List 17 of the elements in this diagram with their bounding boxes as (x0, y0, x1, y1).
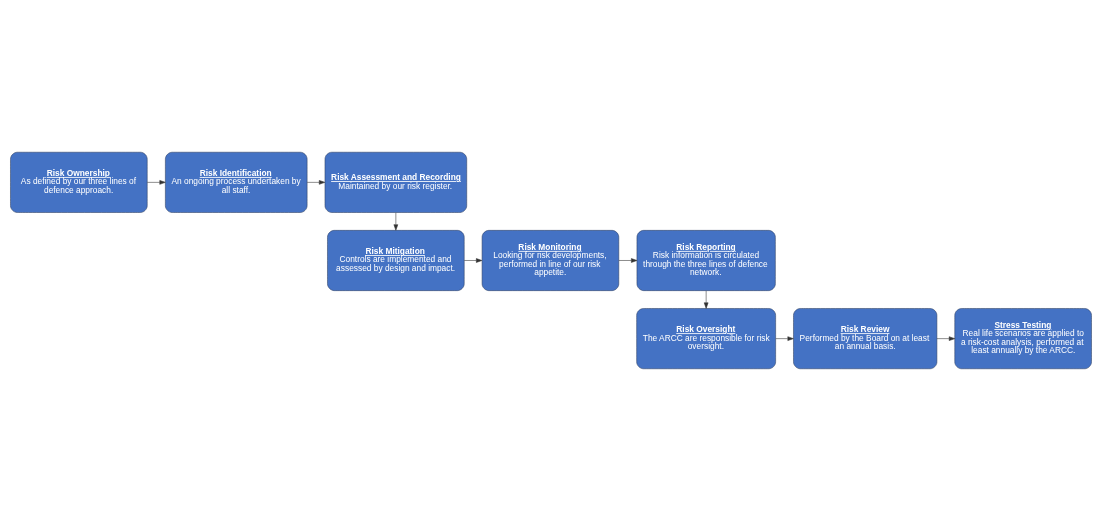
arrow (306, 180, 326, 185)
node-box: Risk Oversight The ARCC are responsible for risk oversight. (636, 308, 776, 370)
node-box: Risk Identification An ongoing process undertaken by all staff. (165, 151, 308, 213)
node-box: Risk Ownership As defined by our three lines of defence approach. (10, 151, 148, 213)
node-box: Risk Reporting Risk information is circulated through the three lines of defence network. (636, 230, 776, 291)
arrow (703, 290, 709, 309)
node-box: Risk Monitoring Looking for risk developments, performed in line of our risk appetite. (481, 230, 620, 291)
arrow (463, 258, 483, 263)
arrow (393, 212, 399, 231)
arrow (936, 336, 956, 341)
arrow (147, 180, 166, 185)
node-box: Stress Testing Real life scenarios are applied to a risk-cost analysis, performed at least annually by the ARCC. (954, 308, 1092, 370)
node-box: Risk Review Performed by the Board on at least an annual basis. (793, 308, 938, 370)
node-box: Risk Assessment and Recording Maintained by our risk register. (324, 151, 467, 213)
arrow (775, 336, 794, 341)
arrow (618, 258, 638, 263)
node-box: Risk Mitigation Controls are implemented and assessed by design and impact. (327, 230, 465, 291)
